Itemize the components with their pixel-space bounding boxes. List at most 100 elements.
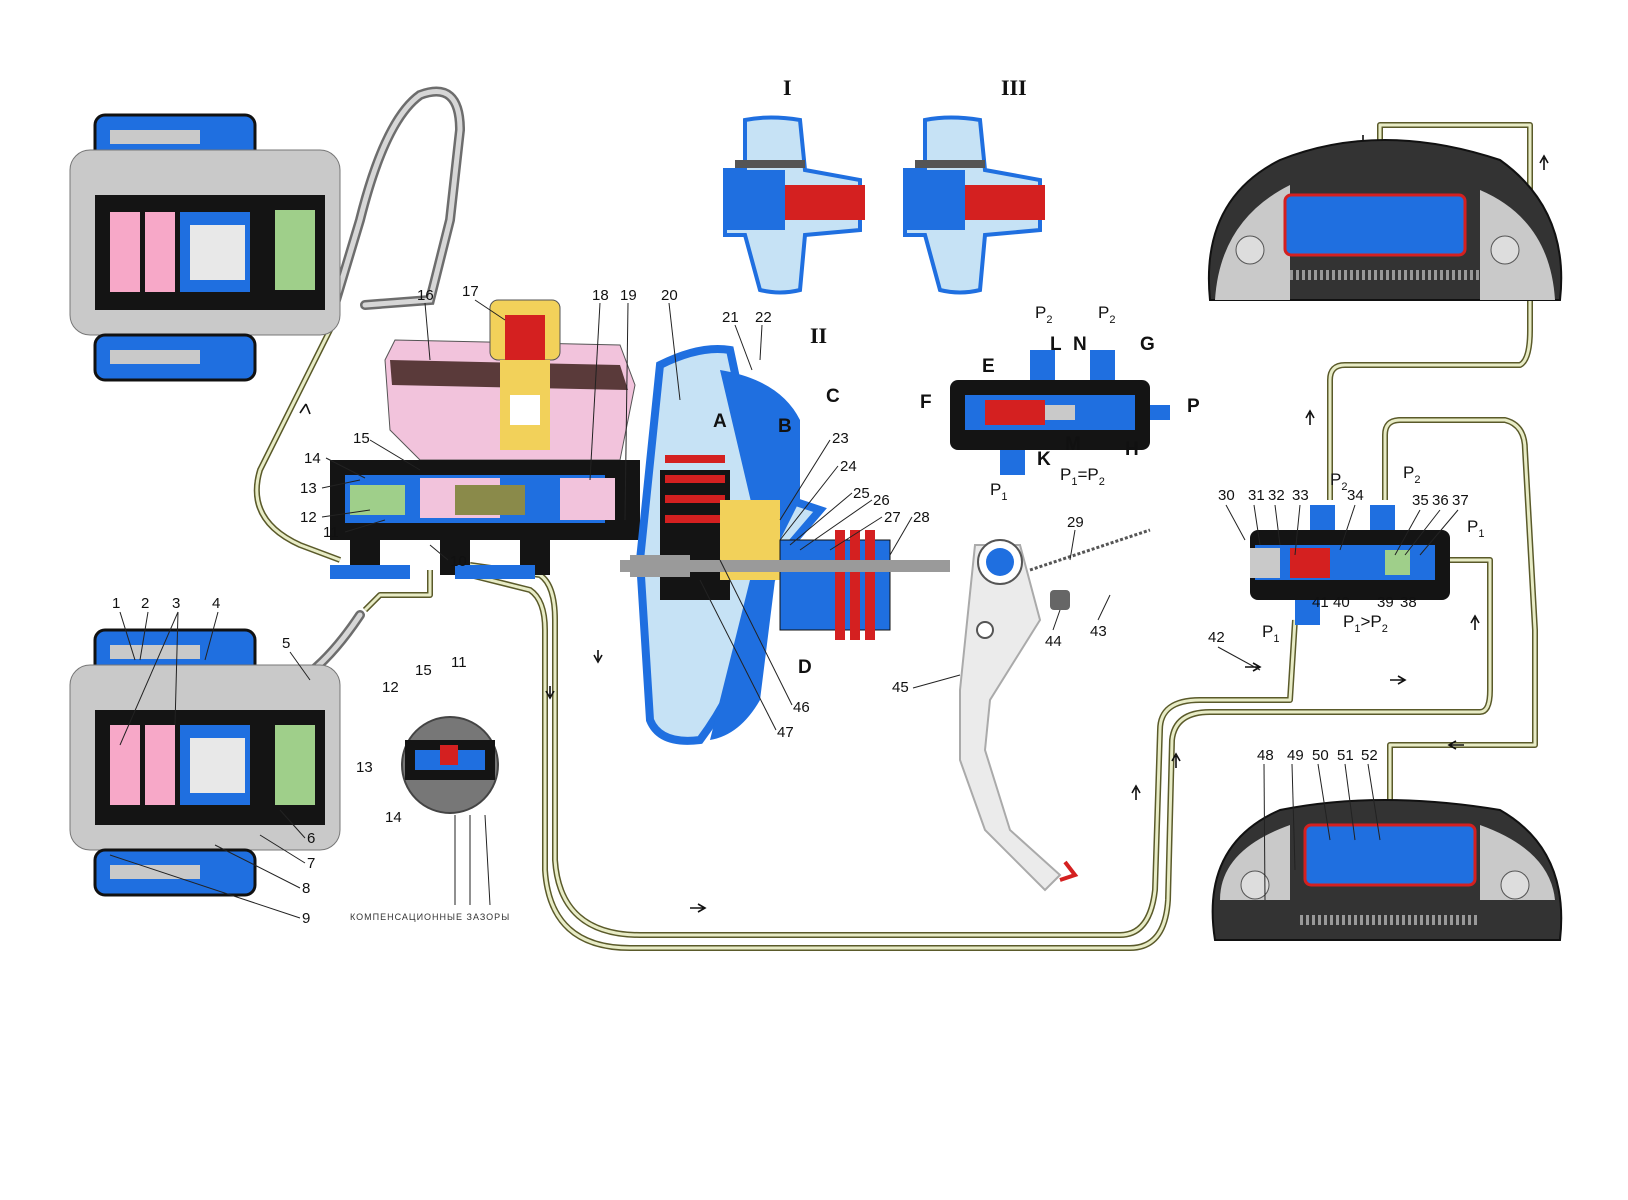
p1-label-left: P1 [990,480,1007,503]
callout-42: 42 [1208,629,1225,646]
callout-18: 18 [592,287,609,304]
letter-c: C [826,386,840,407]
callout-40: 40 [1333,594,1350,611]
section-label-i: I [783,75,792,100]
callout-8: 8 [302,880,310,897]
return-spring [1029,528,1151,572]
p1-label-reg: P1 [1467,517,1484,540]
callout-28: 28 [913,509,930,526]
front-caliper-upper [69,113,341,382]
callout-41: 41 [1312,594,1329,611]
p2-label-left: P2 [1035,303,1052,326]
pressure-labels: P2 P2 P1 P1=P2 P2 P2 P1 P1 P1>P2 [990,303,1484,645]
callout-38: 38 [1400,594,1417,611]
brake-light-switch [1050,590,1070,610]
callout-43: 43 [1090,623,1107,640]
callout-6: 6 [307,830,315,847]
callout-4: 4 [212,595,220,612]
arrow-icon [545,686,555,700]
arrow-icon [1447,740,1464,750]
callout-48: 48 [1257,747,1274,764]
callout-20: 20 [661,287,678,304]
letter-l: L [1050,334,1062,355]
arrow-icon [1245,662,1262,672]
arrow-icon [690,903,707,913]
arrow-icon [1390,675,1407,685]
callout-9: 9 [302,910,310,927]
master-cylinder [330,299,640,579]
arrow-icon [1171,752,1181,768]
callout-50: 50 [1312,747,1329,764]
p2-label-reg-a: P2 [1330,470,1347,493]
callout-10: 10 [450,553,467,570]
callout-14: 14 [304,450,321,467]
callout-21: 21 [722,309,739,326]
callout-49: 49 [1287,747,1304,764]
callout-12: 12 [300,509,317,526]
callout-25: 25 [853,485,870,502]
leader-lines [109,299,1459,919]
callout-22: 22 [755,309,772,326]
callout-7: 7 [307,855,315,872]
arrow-icon [1305,409,1315,425]
callout-labels: 1 2 3 4 5 6 7 8 9 10 11 12 13 14 15 16 1… [112,283,1469,927]
callout-34: 34 [1347,487,1364,504]
rear-drum-upper [1207,139,1563,301]
section-view-iii [903,115,1045,295]
callout-45: 45 [892,679,909,696]
callout-51: 51 [1337,747,1354,764]
section-label-ii: II [810,323,827,348]
compensation-gap-inset [401,716,499,906]
p2-label-reg-b: P2 [1403,463,1420,486]
callout-23: 23 [832,430,849,447]
p2-label-right: P2 [1098,303,1115,326]
arrow-icon [299,403,311,415]
letter-d: D [798,657,812,678]
inset-callout-15: 15 [415,662,432,679]
brake-lines [253,86,1538,951]
callout-1: 1 [112,595,120,612]
arrow-icon [1539,154,1549,170]
pressure-greater-label: P1>P2 [1343,612,1388,635]
letter-b: B [778,416,792,437]
letter-p: P [1187,396,1200,417]
inset-callout-14: 14 [385,809,402,826]
callout-3: 3 [172,595,180,612]
brake-pedal [959,528,1151,892]
callout-11: 11 [323,524,339,541]
letter-a: A [713,411,727,432]
callout-27: 27 [884,509,901,526]
diaphragm-folds [665,455,725,523]
letter-f: F [920,392,932,413]
letter-n: N [1073,334,1087,355]
letter-k: K [1037,449,1051,470]
letter-h: H [1125,439,1139,460]
pressure-equal-label: P1=P2 [1060,465,1105,488]
rear-drum-lower [1211,799,1563,941]
inset-caption: КОМПЕНСАЦИОННЫЕ ЗАЗОРЫ [350,912,510,922]
section-view-i [723,115,865,295]
inset-callout-13: 13 [356,759,373,776]
callout-36: 36 [1432,492,1449,509]
inset-callout-11: 11 [451,654,467,671]
letter-g: G [1140,334,1155,355]
callout-16: 16 [417,287,434,304]
p1-label-outlet: P1 [1262,622,1279,645]
vacuum-booster [620,345,950,745]
callout-29: 29 [1067,514,1084,531]
callout-47: 47 [777,724,794,741]
callout-39: 39 [1377,594,1394,611]
pressure-regulator-detail [950,350,1170,475]
section-label-iii: III [1001,75,1027,100]
callout-35: 35 [1412,492,1429,509]
pressure-regulator [1250,505,1450,625]
callout-33: 33 [1292,487,1309,504]
callout-37: 37 [1452,492,1469,509]
letter-m: M [1065,434,1081,455]
callout-26: 26 [873,492,890,509]
callout-13: 13 [300,480,317,497]
callout-31: 31 [1248,487,1265,504]
arrow-icon [1131,784,1141,800]
callout-5: 5 [282,635,290,652]
